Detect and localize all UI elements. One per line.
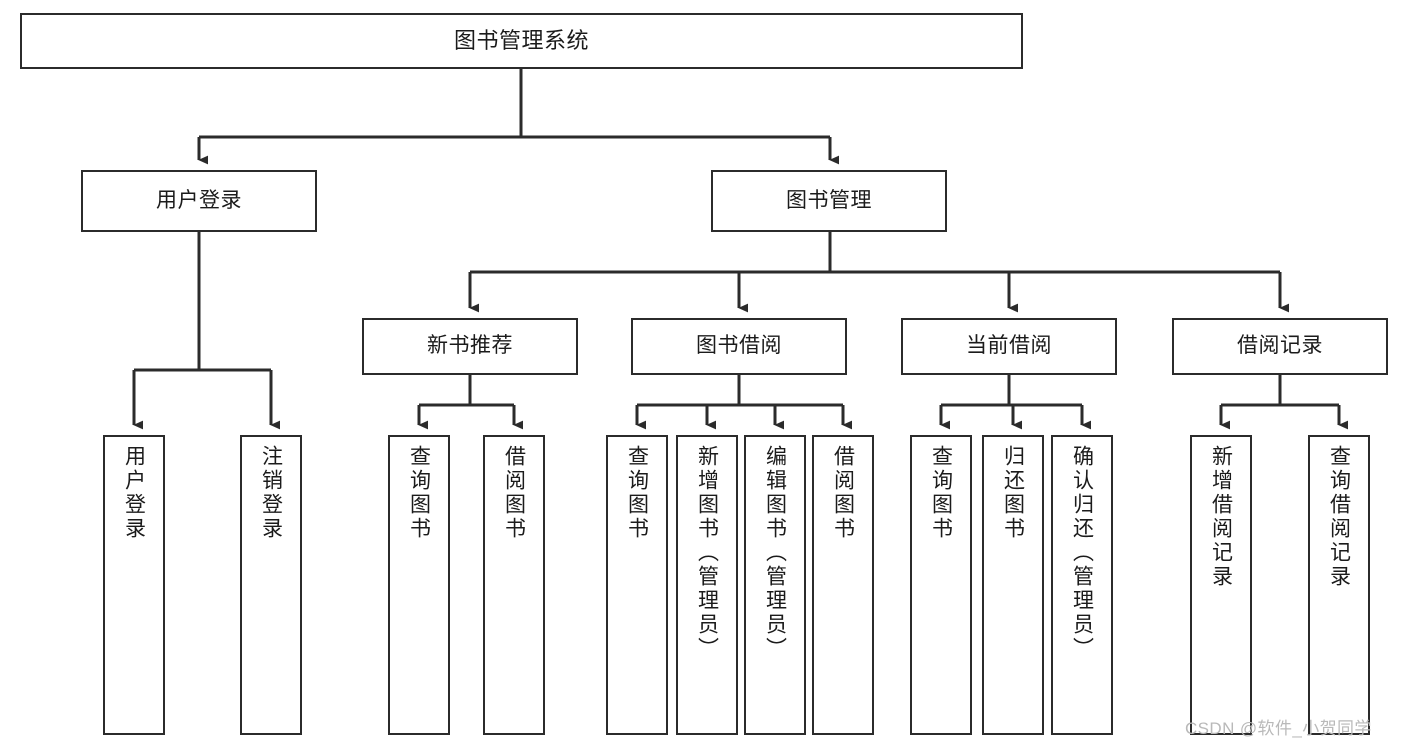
new-book-recommend-to-leaves-connectors [417,375,524,430]
node-label: 注销登录 [259,445,283,541]
node-label: 图书管理 [786,188,872,212]
node-label: 查询图书 [407,445,431,541]
node-leaf-confirm-return[interactable]: 确认归还（管理员） [1051,435,1113,735]
node-user-login[interactable]: 用户登录 [81,170,317,232]
node-borrow-record[interactable]: 借阅记录 [1172,318,1388,375]
node-leaf-add-book[interactable]: 新增图书（管理员） [676,435,738,735]
node-label: 图书管理系统 [453,28,589,54]
node-leaf-query-book-3[interactable]: 查询图书 [910,435,972,735]
node-leaf-query-record[interactable]: 查询借阅记录 [1308,435,1370,735]
node-label: 借阅图书 [502,445,526,541]
node-label: 归还图书 [1001,445,1025,541]
csdn-watermark: CSDN @软件_小贺同学 [1185,719,1372,738]
node-label: 借阅记录 [1237,334,1323,358]
node-label: 编辑图书（管理员） [763,445,787,661]
node-leaf-borrow-book-1[interactable]: 借阅图书 [483,435,545,735]
node-book-manage[interactable]: 图书管理 [711,170,947,232]
node-label: 当前借阅 [966,334,1052,358]
book-borrow-to-leaves-connectors [635,375,853,430]
node-leaf-borrow-book-2[interactable]: 借阅图书 [812,435,874,735]
node-leaf-logout[interactable]: 注销登录 [240,435,302,735]
node-new-book-recommend[interactable]: 新书推荐 [362,318,578,375]
node-label: 查询图书 [929,445,953,541]
node-label: 用户登录 [156,188,242,212]
node-leaf-user-login[interactable]: 用户登录 [103,435,165,735]
node-label: 新增图书（管理员） [695,445,719,661]
node-root-system[interactable]: 图书管理系统 [20,13,1023,69]
node-book-borrow[interactable]: 图书借阅 [631,318,847,375]
node-leaf-query-book-1[interactable]: 查询图书 [388,435,450,735]
user-login-to-leaves-connectors [132,232,281,430]
node-current-borrow[interactable]: 当前借阅 [901,318,1117,375]
node-label: 新书推荐 [427,334,513,358]
node-label: 新增借阅记录 [1209,445,1233,589]
node-leaf-edit-book[interactable]: 编辑图书（管理员） [744,435,806,735]
node-label: 查询借阅记录 [1327,445,1351,589]
root-to-level2-connectors [197,69,840,165]
current-borrow-to-leaves-connectors [939,375,1092,430]
node-label: 查询图书 [625,445,649,541]
node-label: 借阅图书 [831,445,855,541]
book-manage-to-level3-connectors [468,232,1290,313]
node-leaf-return-book[interactable]: 归还图书 [982,435,1044,735]
node-label: 图书借阅 [696,334,782,358]
node-leaf-query-book-2[interactable]: 查询图书 [606,435,668,735]
node-label: 确认归还（管理员） [1070,445,1094,661]
node-label: 用户登录 [122,445,146,541]
borrow-record-to-leaves-connectors [1219,375,1349,430]
node-leaf-add-record[interactable]: 新增借阅记录 [1190,435,1252,735]
